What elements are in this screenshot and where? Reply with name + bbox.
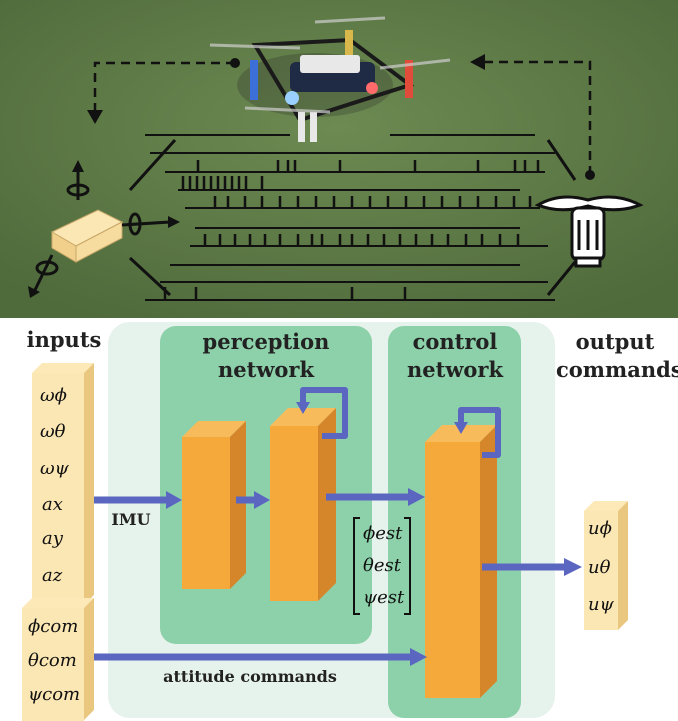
imu-input-vector-box xyxy=(32,363,94,605)
perception-heading: perception network xyxy=(176,328,356,384)
control-heading-line1: control xyxy=(412,329,498,354)
input-ax: ax xyxy=(42,494,63,515)
spike-train-lines xyxy=(145,134,555,301)
perception-recurrent-loop xyxy=(300,387,348,439)
perception-layer-2 xyxy=(270,408,336,601)
output-u-phi: uϕ xyxy=(588,518,612,539)
estimate-theta: θest xyxy=(363,555,401,576)
input-ay: ay xyxy=(42,528,63,549)
command-vector-box xyxy=(22,598,94,721)
input-az: az xyxy=(42,565,63,586)
input-omega-phi: ωϕ xyxy=(40,385,67,406)
estimate-phi: ϕest xyxy=(363,523,403,544)
estimate-vector-bracket xyxy=(353,517,411,615)
input-omega-theta: ωθ xyxy=(40,421,66,442)
control-layer xyxy=(425,425,497,698)
output-u-psi: uψ xyxy=(588,594,614,615)
output-u-theta: uθ xyxy=(588,557,611,578)
command-psi: ψcom xyxy=(28,684,81,705)
motor-propeller-icon xyxy=(534,195,644,268)
imu-label: IMU xyxy=(111,510,151,529)
control-recurrent-loop xyxy=(458,407,501,458)
perception-heading-line2: network xyxy=(217,357,315,382)
inputs-heading: inputs xyxy=(26,327,102,352)
output-heading: output commands xyxy=(556,328,678,384)
imu-cube-icon xyxy=(28,160,180,298)
drone-icon xyxy=(209,16,451,142)
attitude-commands-label: attitude commands xyxy=(163,667,337,686)
output-heading-line1: output xyxy=(575,329,655,354)
output-vector-box xyxy=(584,501,628,630)
command-theta: θcom xyxy=(28,650,77,671)
perception-layer-1 xyxy=(182,421,246,589)
perception-heading-line1: perception xyxy=(202,329,330,354)
command-phi: ϕcom xyxy=(28,616,79,637)
network-diagram xyxy=(22,322,628,721)
control-heading: control network xyxy=(392,328,518,384)
output-heading-line2: commands xyxy=(556,357,678,382)
input-omega-psi: ωψ xyxy=(40,458,69,479)
estimate-psi: ψest xyxy=(363,587,405,608)
drone-photo xyxy=(0,0,678,318)
control-heading-line2: network xyxy=(406,357,504,382)
